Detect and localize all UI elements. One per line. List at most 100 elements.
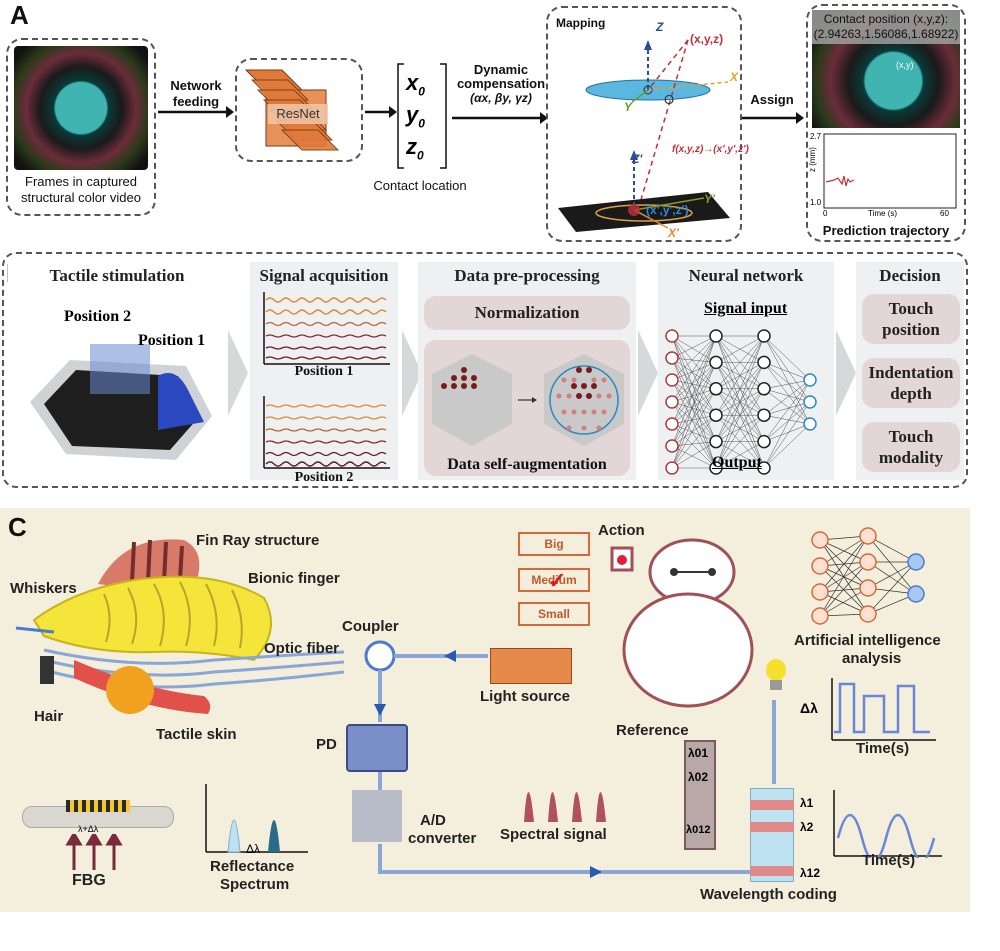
nn-node <box>665 461 679 475</box>
nn-connection <box>671 335 717 381</box>
check-icon: ✓ <box>548 568 567 593</box>
decision-title: Decision <box>879 266 941 285</box>
nn-connection <box>671 388 717 425</box>
coord-y: y0 <box>406 102 425 130</box>
square-wave-ylabel: Δλ <box>800 700 818 716</box>
nn-connection <box>715 335 765 363</box>
reflectance-label-1: Reflectance <box>210 858 295 875</box>
nn-connection <box>763 362 811 425</box>
nn-connection <box>763 379 811 442</box>
contact-position-title: Contact position (x,y,z): <box>823 12 949 26</box>
contact-position-banner <box>812 10 960 44</box>
indentation-line1: Indentation <box>868 363 954 382</box>
nn-node <box>757 408 771 422</box>
prediction-trajectory: Prediction trajectory <box>822 223 950 238</box>
big-option-label: Big <box>544 537 564 551</box>
ad-box <box>352 790 402 842</box>
nn-connection <box>671 379 717 390</box>
nn-node <box>757 355 771 370</box>
nn-connection <box>671 441 717 469</box>
medium-option-label: Medium <box>531 573 577 587</box>
nn-connection <box>671 379 717 416</box>
small-option-label: Small <box>537 607 570 621</box>
tactile-title: Tactile stimulation <box>49 266 185 285</box>
coord-z-letter: z <box>406 134 417 159</box>
spectral-signal-art <box>524 792 606 822</box>
nn-connection <box>671 335 717 403</box>
nn-connection <box>763 388 811 403</box>
small-option[interactable]: Small <box>518 602 590 626</box>
robot-art <box>610 538 754 708</box>
fin-ray-label: Fin Ray structure <box>196 532 320 549</box>
big-option[interactable]: Big <box>518 532 590 556</box>
medium-option[interactable]: Medium <box>518 568 590 592</box>
nn-node <box>709 382 723 396</box>
nn-connection <box>671 401 717 442</box>
nn-connection <box>763 379 811 416</box>
nn-output: Output <box>712 454 762 471</box>
nn-connection <box>671 335 717 359</box>
nn-connection <box>763 414 811 425</box>
ai-label-1: Artificial intelligence <box>794 632 941 649</box>
bulb-icon <box>766 659 786 690</box>
inset-xy-label: (x,y) <box>896 60 914 70</box>
nn-connection <box>763 335 811 381</box>
map-axis-y-prime: Y' <box>704 192 715 206</box>
dynamic-compensation-2: compensation <box>456 76 546 91</box>
coupler-label: Coupler <box>342 618 399 635</box>
nn-connection <box>671 357 717 390</box>
mapping-diagram <box>558 39 730 232</box>
nn-node <box>709 434 723 449</box>
map-xyz-prime: (x',y',z') <box>646 203 689 217</box>
nn-connection <box>671 415 717 469</box>
nn-connection <box>671 445 717 469</box>
nn-connection <box>763 379 811 469</box>
spectral-label: Spectral signal <box>500 826 607 843</box>
coord-z-sub: 0 <box>417 148 424 163</box>
pd-label: PD <box>316 736 337 753</box>
network-feeding-1: Network <box>170 78 222 93</box>
reflectance-delta: Δλ <box>246 842 261 856</box>
nn-connection <box>671 388 717 469</box>
nn-connection <box>715 388 765 469</box>
nn-node <box>709 408 723 422</box>
hair-label: Hair <box>34 708 64 725</box>
optic-fiber-label: Optic fiber <box>264 640 340 657</box>
time-label-1: Time(s) <box>856 740 910 757</box>
nn-connection <box>715 441 765 469</box>
wavelength-stripe-3 <box>750 866 794 876</box>
nn-connection <box>671 423 717 442</box>
contact-location-label: Contact location <box>373 178 467 193</box>
nn-connection <box>763 401 811 442</box>
dynamic-compensation-params: (αx, βy, γz) <box>470 91 532 105</box>
nn-connection <box>671 414 717 447</box>
signal-position-2: Position 2 <box>294 470 354 485</box>
ai-label-2: analysis <box>842 650 902 667</box>
nn-node <box>757 461 771 475</box>
nn-node <box>709 355 723 370</box>
wavelength-stripe-1 <box>750 800 794 810</box>
arrow-coords-to-mapping <box>452 112 548 124</box>
nn-connection <box>671 362 717 381</box>
plot-ymin: 1.0 <box>810 198 822 207</box>
nn-node <box>803 395 817 409</box>
nn-panel: Neural network <box>658 262 834 480</box>
fbg-sub-label: λ+Δλ <box>78 824 99 834</box>
nn-connection <box>671 401 717 469</box>
arrow-mapping-to-result <box>742 112 804 124</box>
light-source-box <box>490 648 572 684</box>
nn-connection <box>715 335 765 416</box>
nn-connection <box>715 335 765 469</box>
map-axis-o: O <box>664 92 675 107</box>
nn-connection <box>671 401 717 416</box>
wl-lambda-12: λ12 <box>800 866 821 880</box>
nn-node <box>665 395 679 409</box>
nn-node <box>757 434 771 449</box>
nn-connection <box>671 423 717 469</box>
sine-wave-plot <box>833 790 942 858</box>
mapping-box <box>546 6 742 242</box>
light-source-label: Light source <box>480 688 571 705</box>
map-axis-x-prime: X' <box>668 226 679 240</box>
nn-connection <box>671 362 717 469</box>
nn-connection <box>763 379 811 390</box>
